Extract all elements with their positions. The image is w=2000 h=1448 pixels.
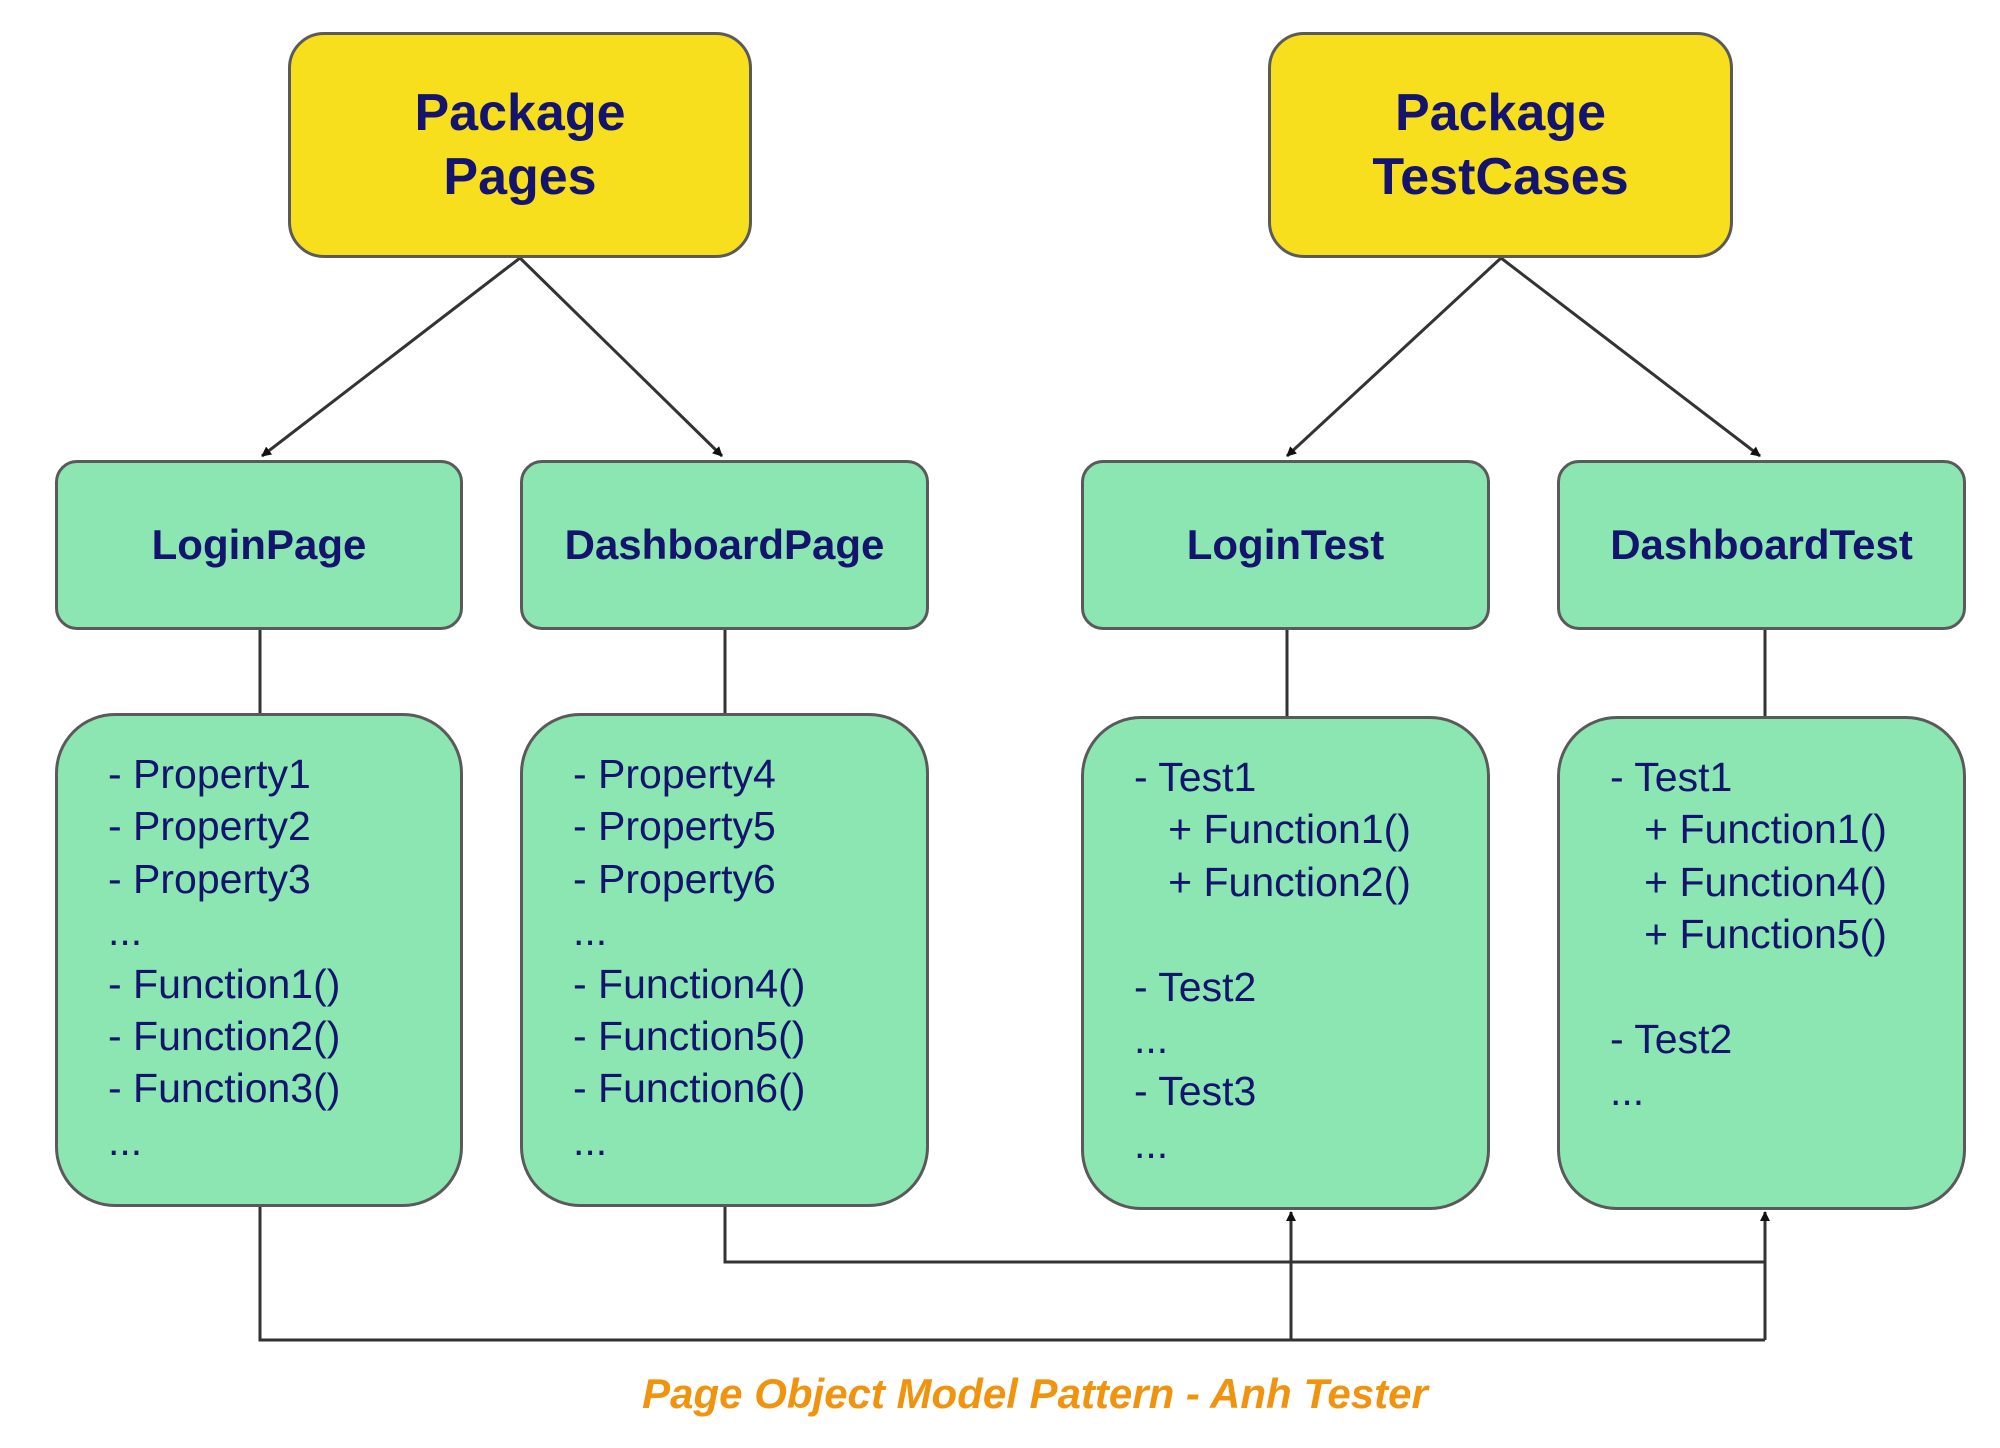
member-line: ...: [573, 908, 608, 955]
member-line: ...: [573, 1117, 608, 1164]
member-line: [1610, 961, 1963, 1013]
dashboardtest-members-box: - Test1 + Function1() + Function4() + Fu…: [1557, 716, 1966, 1210]
class-dashboardtest-label: DashboardTest: [1610, 521, 1913, 568]
class-loginpage-box: LoginPage: [55, 460, 463, 630]
package-pages-label-2: Pages: [443, 148, 597, 206]
package-testcases-box: Package TestCases: [1268, 32, 1733, 258]
member-line: ...: [1134, 1015, 1169, 1062]
member-line: - Test1: [1134, 754, 1257, 800]
class-dashboardtest-box: DashboardTest: [1557, 460, 1966, 630]
member-line: ...: [108, 1117, 143, 1164]
member-line: - Test3: [1134, 1068, 1257, 1115]
member-line: - Function6(): [573, 1065, 806, 1112]
arrow-testcases-to-dashboardtest: [1500, 256, 1761, 458]
member-line: - Function2(): [108, 1012, 341, 1059]
arrow-pages-to-loginpage: [261, 256, 521, 458]
member-line: - Function3(): [108, 1065, 341, 1112]
arrow-pages-to-dashboardpage: [518, 256, 724, 458]
member-line: + Function4(): [1610, 858, 1887, 905]
member-line: - Property1: [108, 751, 311, 797]
member-line: - Function4(): [573, 960, 806, 1007]
member-line: - Property2: [108, 803, 311, 850]
member-line: + Function2(): [1134, 858, 1411, 905]
flow-loginpage-to-tests: [258, 1205, 1765, 1342]
flow-dashboardpage-to-tests: [723, 1205, 1765, 1264]
member-line: - Property4: [573, 751, 776, 797]
member-line: - Test2: [1610, 1015, 1733, 1062]
loginpage-members-box: - Property1 - Property2 - Property3 ... …: [55, 713, 463, 1207]
member-line: - Test2: [1134, 963, 1257, 1010]
package-pages-label-1: Package: [414, 84, 626, 142]
member-line: - Property6: [573, 855, 776, 902]
class-logintest-box: LoginTest: [1081, 460, 1490, 630]
member-line: ...: [108, 908, 143, 955]
member-line: ...: [1610, 1068, 1645, 1115]
package-pages-box: Package Pages: [288, 32, 752, 258]
member-line: - Test1: [1610, 754, 1733, 800]
dashboardpage-members-box: - Property4 - Property5 - Property6 ... …: [520, 713, 929, 1207]
member-line: + Function5(): [1610, 911, 1887, 958]
member-line: - Property3: [108, 855, 311, 902]
member-line: [1134, 908, 1487, 960]
member-line: ...: [1134, 1120, 1169, 1167]
member-line: - Property5: [573, 803, 776, 850]
class-logintest-label: LoginTest: [1186, 521, 1385, 568]
member-line: - Function1(): [108, 960, 341, 1007]
class-dashboardpage-label: DashboardPage: [564, 521, 885, 568]
member-line: + Function1(): [1134, 806, 1411, 853]
arrow-testcases-to-logintest: [1285, 256, 1503, 458]
class-loginpage-label: LoginPage: [151, 521, 367, 568]
package-testcases-label-2: TestCases: [1372, 148, 1629, 206]
logintest-members-box: - Test1 + Function1() + Function2() - Te…: [1081, 716, 1490, 1210]
member-line: + Function1(): [1610, 806, 1887, 853]
package-testcases-label-1: Package: [1394, 84, 1607, 142]
member-line: - Function5(): [573, 1012, 806, 1059]
class-dashboardpage-box: DashboardPage: [520, 460, 929, 630]
diagram-caption: Page Object Model Pattern - Anh Tester: [642, 1370, 1428, 1417]
